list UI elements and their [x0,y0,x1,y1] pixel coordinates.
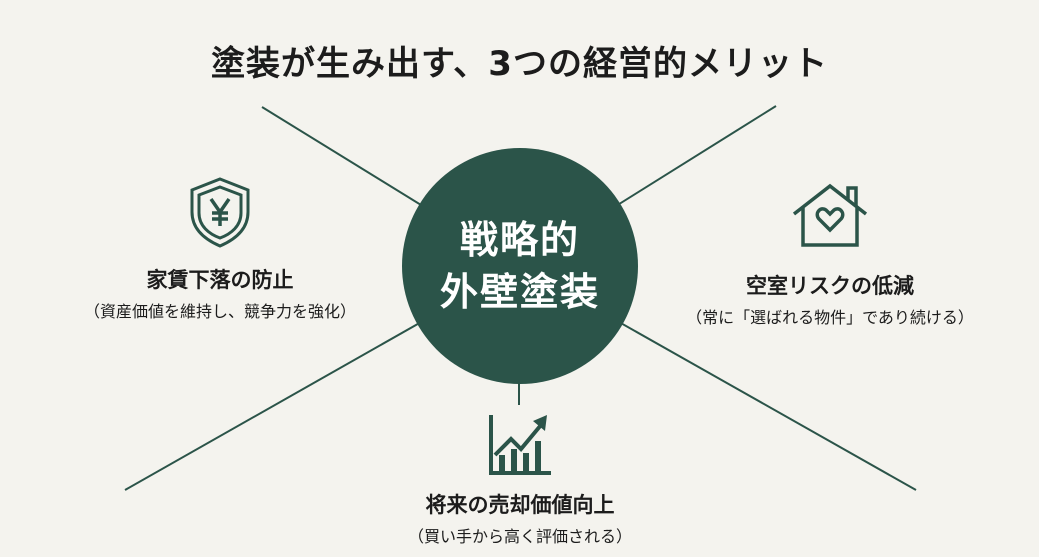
benefit-heading: 家賃下落の防止 [146,268,294,292]
benefit-rent: 家賃下落の防止 （資産価値を維持し、競争力を強化） [40,176,400,322]
benefit-heading: 空室リスクの低減 [746,274,914,298]
house-heart-icon [792,183,868,247]
hub-line-1: 戦略的 [459,218,580,262]
benefit-sub: （買い手から高く評価される） [407,527,632,546]
benefit-sub: （常に「選ばれる物件」であり続ける） [686,308,974,327]
benefit-sub: （資産価値を維持し、競争力を強化） [83,302,356,321]
growth-chart-icon [489,415,551,475]
benefit-heading: 将来の売却価値向上 [425,493,615,517]
shield-yen-icon [190,177,250,248]
center-hub: 戦略的 外壁塗装 [402,148,638,384]
hub-line-2: 外壁塗装 [439,270,600,314]
benefit-sale: 将来の売却価値向上 （買い手から高く評価される） [340,413,700,547]
benefit-vacancy: 空室リスクの低減 （常に「選ばれる物件」であり続ける） [650,182,1010,328]
page-title: 塗装が生み出す、3つの経営的メリット [211,44,828,84]
